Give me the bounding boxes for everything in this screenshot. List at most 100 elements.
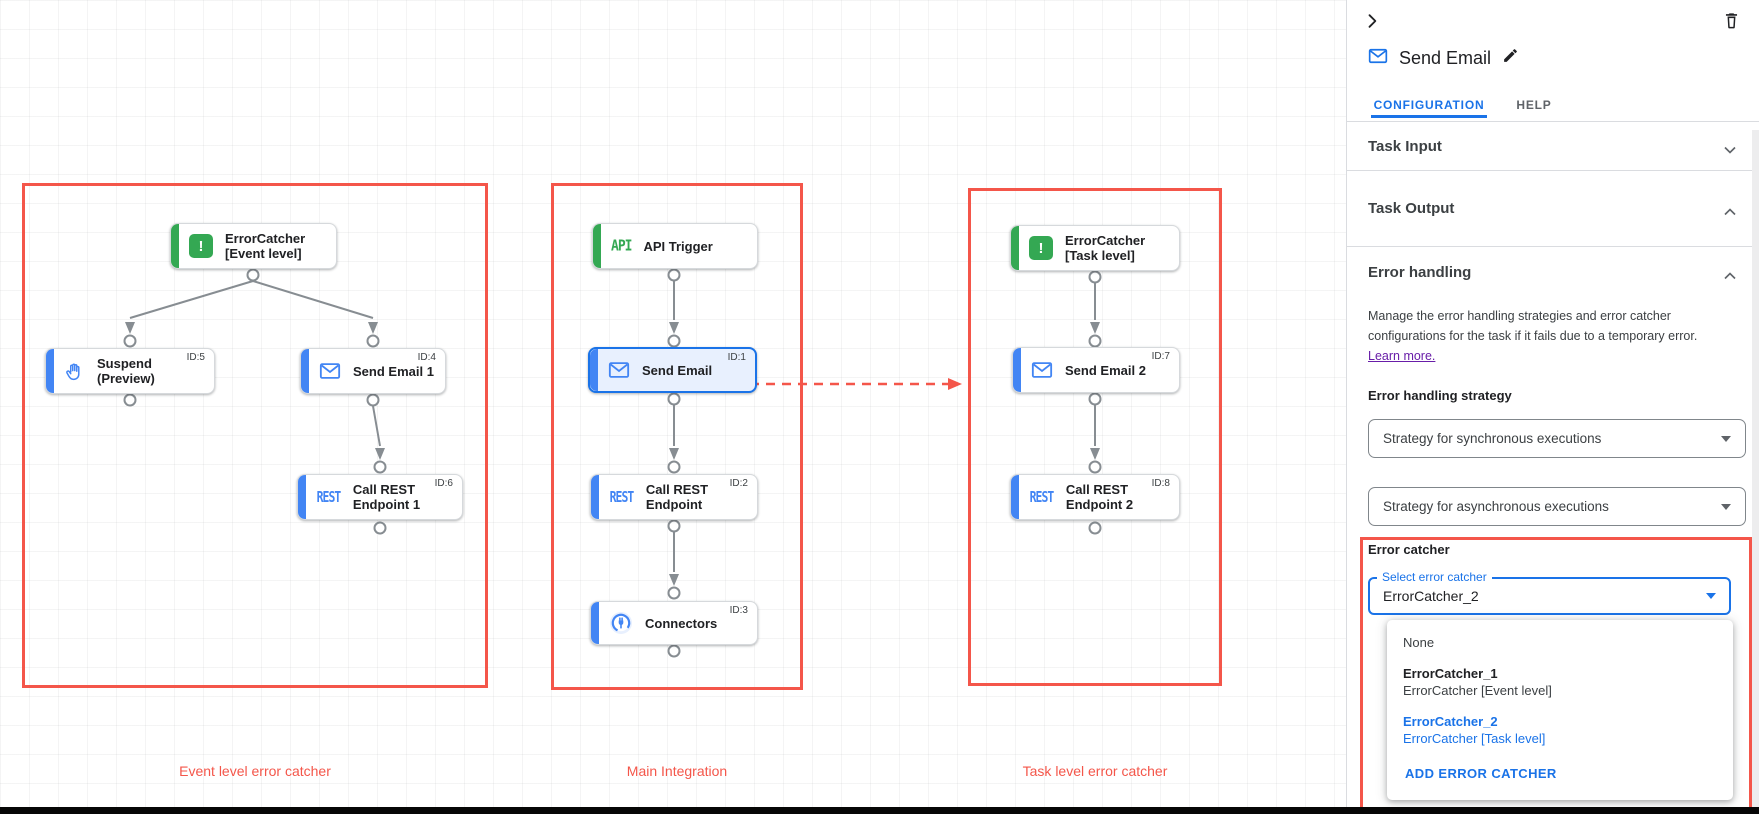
caption-event-level: Event level error catcher — [179, 763, 331, 779]
error-catcher-icon: ! — [189, 234, 213, 258]
node-label: Call REST Endpoint — [645, 482, 709, 512]
select-error-catcher-floating-label: Select error catcher — [1377, 570, 1492, 584]
dropdown-value: Strategy for synchronous executions — [1383, 431, 1602, 446]
async-strategy-dropdown[interactable]: Strategy for asynchronous executions — [1368, 487, 1746, 526]
node-accent-bar — [46, 349, 54, 393]
connectors-icon — [609, 611, 633, 635]
menu-item-title: ErrorCatcher_2 — [1403, 714, 1498, 729]
tab-help[interactable]: HELP — [1516, 98, 1552, 112]
email-icon — [1031, 359, 1053, 381]
selected-error-catcher-value: ErrorCatcher_2 — [1383, 588, 1479, 604]
node-connectors[interactable]: Connectors ID:3 — [590, 601, 758, 645]
node-id: ID:1 — [727, 352, 746, 363]
chevron-down-icon[interactable] — [1720, 140, 1740, 165]
edges-layer — [123, 255, 1102, 658]
chevron-up-icon[interactable] — [1720, 266, 1740, 291]
trash-icon — [1722, 13, 1741, 33]
dropdown-value: Strategy for asynchronous executions — [1383, 499, 1609, 514]
task-level-group-frame — [968, 188, 1222, 686]
workflow-canvas[interactable]: Event level error catcher Main Integrati… — [0, 0, 1346, 807]
menu-item-title: None — [1403, 635, 1435, 650]
node-label: Call REST Endpoint 2 — [1065, 482, 1134, 512]
node-accent-bar — [301, 349, 309, 393]
caption-main-integration: Main Integration — [626, 763, 728, 779]
node-id: ID:5 — [186, 352, 205, 363]
node-send-email-1[interactable]: Send Email 1 ID:4 — [300, 348, 446, 394]
node-accent-bar — [1011, 475, 1019, 519]
delete-task-button[interactable] — [1722, 11, 1741, 33]
node-call-rest-1[interactable]: REST Call REST Endpoint 1 ID:6 — [297, 474, 463, 520]
email-icon — [319, 360, 341, 382]
node-label: Connectors — [645, 615, 718, 631]
node-call-rest[interactable]: REST Call REST Endpoint ID:2 — [590, 474, 758, 520]
node-send-email-2[interactable]: Send Email 2 ID:7 — [1012, 347, 1180, 393]
node-label: ErrorCatcher [Task level] — [1065, 233, 1146, 263]
menu-item-title: ErrorCatcher_1 — [1403, 666, 1498, 681]
node-accent-bar — [590, 349, 598, 391]
api-icon: API — [611, 237, 633, 255]
dropdown-caret-icon — [1721, 503, 1731, 510]
node-error-catcher-task[interactable]: ! ErrorCatcher [Task level] — [1010, 225, 1180, 271]
node-accent-bar — [1013, 348, 1021, 392]
node-id: ID:6 — [434, 478, 453, 489]
node-accent-bar — [591, 475, 599, 519]
error-catcher-menu: None ErrorCatcher_1 ErrorCatcher [Event … — [1387, 620, 1733, 800]
chevron-right-icon — [1362, 14, 1382, 34]
section-error-handling[interactable]: Error handling — [1368, 264, 1472, 281]
hand-icon — [64, 361, 85, 382]
caption-task-level: Task level error catcher — [1022, 763, 1168, 779]
edit-pencil-icon[interactable] — [1502, 47, 1519, 69]
task-title: Send Email — [1399, 47, 1492, 68]
error-catcher-icon: ! — [1029, 236, 1053, 260]
strategy-label: Error handling strategy — [1368, 388, 1512, 403]
node-suspend[interactable]: Suspend (Preview) ID:5 — [45, 348, 215, 394]
node-id: ID:3 — [729, 605, 748, 616]
chevron-up-icon[interactable] — [1720, 202, 1740, 227]
node-label: ErrorCatcher [Event level] — [225, 231, 306, 261]
dropdown-caret-icon — [1706, 593, 1716, 599]
section-task-input[interactable]: Task Input — [1368, 138, 1442, 155]
node-error-catcher-event[interactable]: ! ErrorCatcher [Event level] — [170, 223, 337, 269]
menu-item-subtitle: ErrorCatcher [Event level] — [1403, 683, 1552, 698]
main-integration-group-frame — [551, 183, 803, 690]
node-send-email-selected[interactable]: Send Email ID:1 — [588, 347, 757, 393]
node-label: Send Email 2 — [1065, 362, 1146, 378]
menu-item-errorcatcher-2[interactable]: ErrorCatcher_2 ErrorCatcher [Task level] — [1403, 713, 1545, 747]
panel-divider — [1346, 0, 1347, 807]
node-id: ID:8 — [1151, 478, 1170, 489]
dropdown-caret-icon — [1721, 435, 1731, 442]
error-handling-description: Manage the error handling strategies and… — [1368, 306, 1697, 366]
rest-icon: REST — [316, 488, 342, 506]
node-id: ID:4 — [417, 352, 436, 363]
section-task-output[interactable]: Task Output — [1368, 200, 1455, 217]
email-icon — [1368, 46, 1388, 71]
event-level-group-frame — [22, 183, 488, 688]
node-accent-bar — [591, 602, 599, 644]
panel-scrollbar[interactable] — [1752, 130, 1759, 807]
node-accent-bar — [1011, 226, 1019, 270]
menu-item-subtitle: ErrorCatcher [Task level] — [1403, 731, 1546, 746]
task-header: Send Email — [1368, 44, 1519, 72]
add-error-catcher-button[interactable]: ADD ERROR CATCHER — [1405, 766, 1557, 781]
rest-icon: REST — [609, 488, 635, 506]
collapse-panel-button[interactable] — [1362, 11, 1382, 34]
description-line: configurations for the task if it fails … — [1368, 329, 1698, 343]
node-id: ID:2 — [729, 478, 748, 489]
menu-item-errorcatcher-1[interactable]: ErrorCatcher_1 ErrorCatcher [Event level… — [1403, 665, 1552, 699]
sync-strategy-dropdown[interactable]: Strategy for synchronous executions — [1368, 419, 1746, 458]
section-divider — [1347, 170, 1759, 171]
node-accent-bar — [298, 475, 306, 519]
node-label: Send Email — [642, 362, 713, 378]
tab-configuration[interactable]: CONFIGURATION — [1371, 98, 1487, 118]
node-label: Send Email 1 — [353, 363, 434, 379]
section-divider — [1347, 246, 1759, 247]
node-accent-bar — [171, 224, 179, 268]
bottom-bar — [0, 807, 1759, 814]
menu-item-none[interactable]: None — [1403, 634, 1434, 651]
node-call-rest-2[interactable]: REST Call REST Endpoint 2 ID:8 — [1010, 474, 1180, 520]
node-api-trigger[interactable]: API API Trigger — [592, 223, 758, 269]
node-label: Suspend (Preview) — [97, 356, 155, 386]
tabs-divider — [1347, 121, 1759, 122]
learn-more-link[interactable]: Learn more. — [1368, 349, 1436, 363]
error-catcher-label: Error catcher — [1368, 542, 1450, 557]
